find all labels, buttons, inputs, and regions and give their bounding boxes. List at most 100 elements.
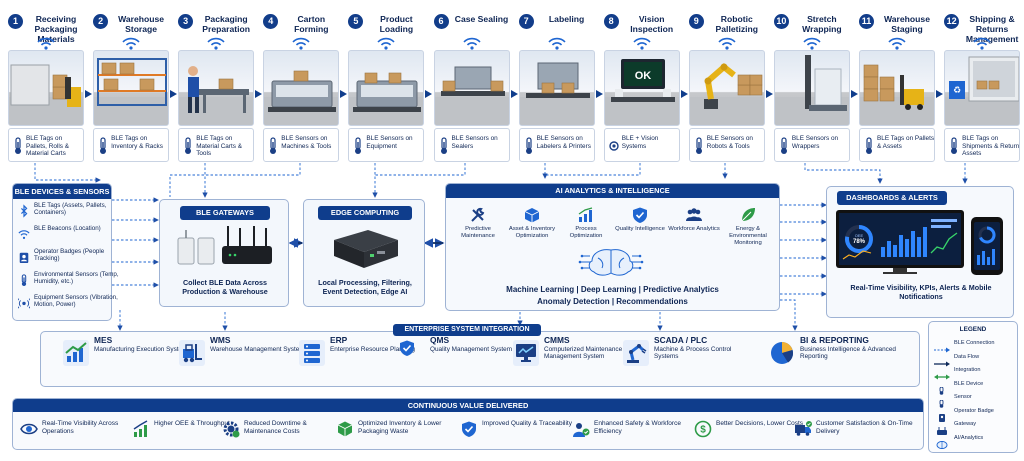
- oee-gauge-value: 78%: [853, 239, 866, 245]
- brain-icon: [578, 249, 644, 276]
- ble-device-item: BLE Beacons (Location): [18, 225, 118, 247]
- thermometer-icon: [524, 137, 534, 155]
- step-photo: [93, 50, 170, 126]
- step-tag-text: BLE Sensors on Sealers: [451, 135, 498, 150]
- gear-clock-icon: [223, 421, 240, 438]
- ble-device-item: Operator Badges (People Tracking): [18, 248, 118, 270]
- enterprise-system-desc: Business Intelligence & Advanced Reporti…: [800, 346, 896, 361]
- dashboard-bar: [881, 247, 885, 257]
- step-number-badge: 4: [263, 14, 279, 29]
- step-number-badge: 9: [688, 14, 704, 29]
- step-number-badge: 11: [859, 14, 874, 29]
- mobile-phone-icon: [971, 217, 1003, 275]
- value-item-label: Enhanced Safety & Workforce Efficiency: [594, 420, 681, 435]
- forklift-icon: [179, 340, 205, 366]
- flow-arrow-icon: [170, 86, 178, 98]
- step-number-badge: 10: [773, 14, 789, 29]
- ai-capability: Process Optimization: [560, 206, 612, 248]
- thermometer-icon: [13, 137, 23, 155]
- ai-capability: Asset & Inventory Optimization: [506, 206, 558, 248]
- value-item-label: Reduced Downtime & Maintenance Costs: [244, 420, 307, 435]
- shield-check-icon: [400, 340, 414, 356]
- value-title: CONTINUOUS VALUE DELIVERED: [13, 399, 923, 412]
- step-scene: [519, 62, 594, 125]
- step-header: 10 Stretch Wrapping: [772, 12, 852, 50]
- ai-analytics-panel: AI ANALYTICS & INTELLIGENCE: [445, 183, 780, 311]
- thermometer-icon: [268, 137, 278, 155]
- enterprise-system-name: WMS: [210, 335, 231, 345]
- ble-device-label: Environmental Sensors (Temp, Humidity, e…: [34, 271, 119, 286]
- legend-label: Integration: [954, 367, 981, 373]
- brain-icon: [936, 440, 948, 449]
- thermometer-icon: [779, 137, 789, 155]
- vision-status-text: OK: [634, 70, 651, 82]
- box-recycle-icon: [337, 421, 353, 437]
- step-number-badge: 3: [178, 14, 194, 29]
- enterprise-system-name: MES: [94, 335, 113, 345]
- leaf-icon: [741, 208, 755, 222]
- thermometer-icon: [864, 137, 874, 155]
- enterprise-system-name: QMS: [430, 335, 450, 345]
- value-item: Reduced Downtime & Maintenance Costs: [222, 418, 332, 444]
- step-ble-tag: BLE Sensors on Robots & Tools: [688, 128, 765, 162]
- legend-label: Gateway: [954, 421, 977, 427]
- people-icon: [686, 208, 702, 221]
- edge-computing-title: EDGE COMPUTING: [318, 206, 412, 220]
- ble-gateways-title: BLE GATEWAYS: [180, 206, 270, 220]
- step-ble-tag: BLE Sensors on Sealers: [433, 128, 510, 162]
- step-tag-text: BLE Tags on Shipments & Return Assets: [962, 135, 1020, 158]
- edge-device-icon: [334, 230, 398, 268]
- ble-device-label: Operator Badges (People Tracking): [34, 248, 105, 263]
- step-ble-tag: BLE Tags on Shipments & Return Assets: [944, 128, 1021, 162]
- data-flow-swatch: [934, 361, 950, 366]
- trend-icon: [63, 340, 89, 366]
- step-title: Case Sealing: [454, 14, 509, 24]
- value-item: Real-Time Visibility Across Operations: [20, 418, 130, 444]
- step-photo: OK: [603, 50, 680, 126]
- legend-item: Operator Badge: [934, 407, 1016, 422]
- step-ble-tag: BLE Tags on Material Carts & Tools: [178, 128, 255, 162]
- pie-chart-icon: [771, 342, 794, 364]
- ai-techniques-line-2: Anomaly Detection | Recommendations: [537, 297, 688, 306]
- ble-device-item: Environmental Sensors (Temp, Humidity, e…: [18, 271, 119, 293]
- step-photo: [518, 50, 595, 126]
- edge-computing-panel: EDGE COMPUTING Local Processing, Filteri…: [303, 199, 425, 307]
- value-item: Optimized Inventory & Lower Packaging Wa…: [336, 418, 446, 444]
- ble-device-item: Equipment Sensors (Vibration, Motion, Po…: [16, 294, 118, 316]
- step-title: Robotic Palletizing: [715, 14, 759, 34]
- svg-text:$: $: [700, 425, 706, 436]
- step-title: Stretch Wrapping: [802, 14, 842, 34]
- ai-capability-label: Asset & Inventory Optimization: [508, 226, 556, 239]
- oee-gauge-label: OEE: [855, 233, 864, 238]
- ai-capability-label: Quality Intelligence: [615, 226, 665, 232]
- dashboard-trend-line: [930, 232, 958, 254]
- step-tag-text: BLE Sensors on Machines & Tools: [281, 135, 332, 150]
- ai-capability: Workforce Analytics: [668, 206, 720, 248]
- step-scene: [349, 72, 424, 125]
- thermometer-icon: [353, 137, 363, 155]
- step-photo: [433, 50, 510, 126]
- step-title: Warehouse Staging: [883, 14, 930, 34]
- step-title: Warehouse Storage: [118, 14, 165, 34]
- step-title: Product Loading: [379, 14, 414, 34]
- dashboards-title: DASHBOARDS & ALERTS: [837, 191, 947, 205]
- wifi-icon: [18, 230, 30, 239]
- step-ble-tag: BLE + Vision Systems: [603, 128, 680, 162]
- value-item-label: Optimized Inventory & Lower Packaging Wa…: [358, 420, 442, 435]
- ai-capability-label: Process Optimization: [569, 226, 603, 239]
- legend-item: Data Flow: [934, 353, 1016, 366]
- step-number-badge: 6: [433, 14, 449, 29]
- ai-capability: Quality Intelligence: [614, 206, 666, 248]
- enterprise-system-name: BI & REPORTING: [800, 335, 869, 345]
- flow-arrow-icon: [255, 86, 263, 98]
- legend-item: AI/Analytics: [934, 434, 1016, 449]
